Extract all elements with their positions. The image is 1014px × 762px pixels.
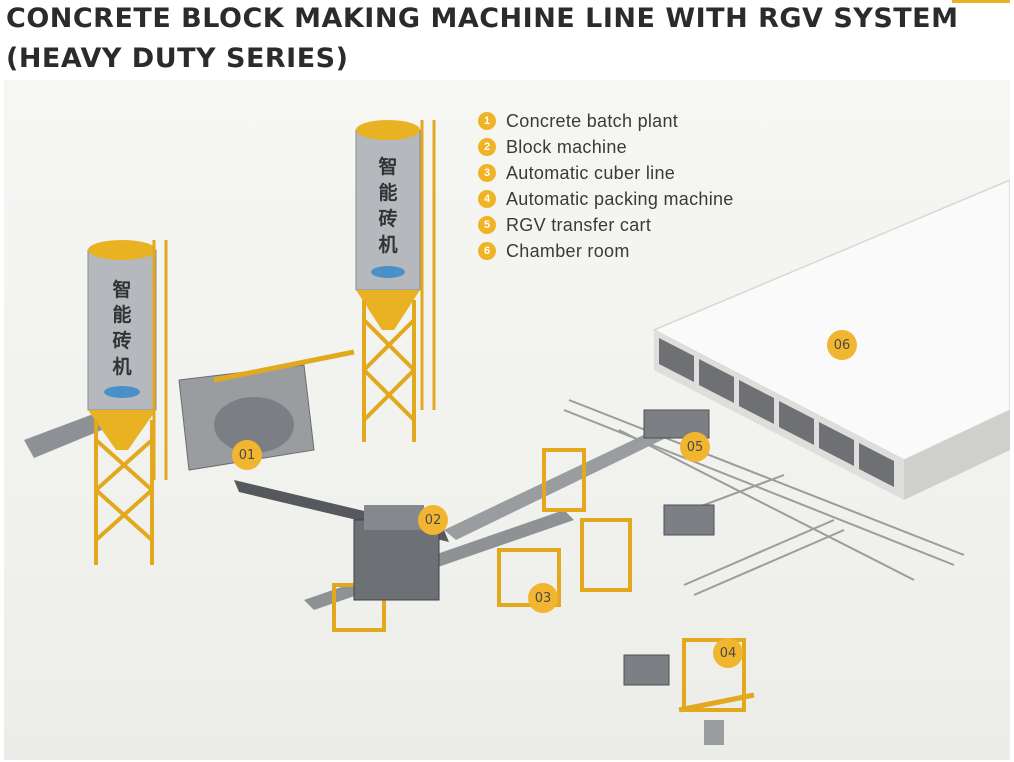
legend-badge-3: 3: [478, 164, 496, 182]
left-silo-char-1: 智: [112, 279, 132, 301]
legend-badge-6: 6: [478, 242, 496, 260]
cuber-frames: [332, 448, 746, 712]
legend-label-4: Automatic packing machine: [506, 188, 734, 209]
left-silo-char-2: 能: [112, 304, 132, 326]
legend-badge-4: 4: [478, 190, 496, 208]
legend-label-1: Concrete batch plant: [506, 110, 679, 131]
block-machine: [353, 505, 440, 601]
legend-item-2: 2 Block machine: [478, 135, 627, 159]
legend-label-5: RGV transfer cart: [506, 214, 652, 235]
legend-badge-2: 2: [478, 138, 496, 156]
packing-machine: [678, 692, 755, 745]
legend-item-6: 6 Chamber room: [478, 239, 630, 263]
page-subtitle: (HEAVY DUTY SERIES): [6, 43, 349, 74]
left-silo-char-3: 砖: [112, 330, 132, 352]
batch-plant: [24, 349, 355, 471]
right-silo-char-3: 砖: [378, 208, 398, 230]
left-silo-char-4: 机: [112, 356, 132, 378]
callout-05: 05: [680, 432, 710, 462]
callout-01: 01: [232, 440, 262, 470]
legend-label-2: Block machine: [506, 136, 627, 157]
right-silo-char-1: 智: [378, 156, 398, 178]
legend-badge-5: 5: [478, 216, 496, 234]
callout-04: 04: [713, 638, 743, 668]
production-line-illustration: 智 能 砖 机 智 能 砖 机 01 02 03 04 05 06: [4, 80, 1010, 760]
chamber-room: [652, 179, 1010, 500]
rgv-rails: [563, 399, 965, 596]
legend-badge-1: 1: [478, 112, 496, 130]
callout-06: 06: [827, 330, 857, 360]
legend-item-1: 1 Concrete batch plant: [478, 109, 678, 133]
callout-02: 02: [418, 505, 448, 535]
right-silo-char-2: 能: [378, 182, 398, 204]
callout-03: 03: [528, 583, 558, 613]
legend-item-4: 4 Automatic packing machine: [478, 187, 734, 211]
page-title: CONCRETE BLOCK MAKING MACHINE LINE WITH …: [6, 3, 959, 34]
legend-label-6: Chamber room: [506, 240, 630, 261]
top-accent-stripe: [952, 0, 1010, 3]
left-silo: [87, 240, 168, 565]
legend-item-3: 3 Automatic cuber line: [478, 161, 675, 185]
right-silo: [355, 120, 436, 442]
scene-drawing: [24, 120, 1010, 745]
legend-item-5: 5 RGV transfer cart: [478, 213, 651, 237]
right-silo-char-4: 机: [378, 234, 398, 256]
legend-label-3: Automatic cuber line: [506, 162, 676, 183]
